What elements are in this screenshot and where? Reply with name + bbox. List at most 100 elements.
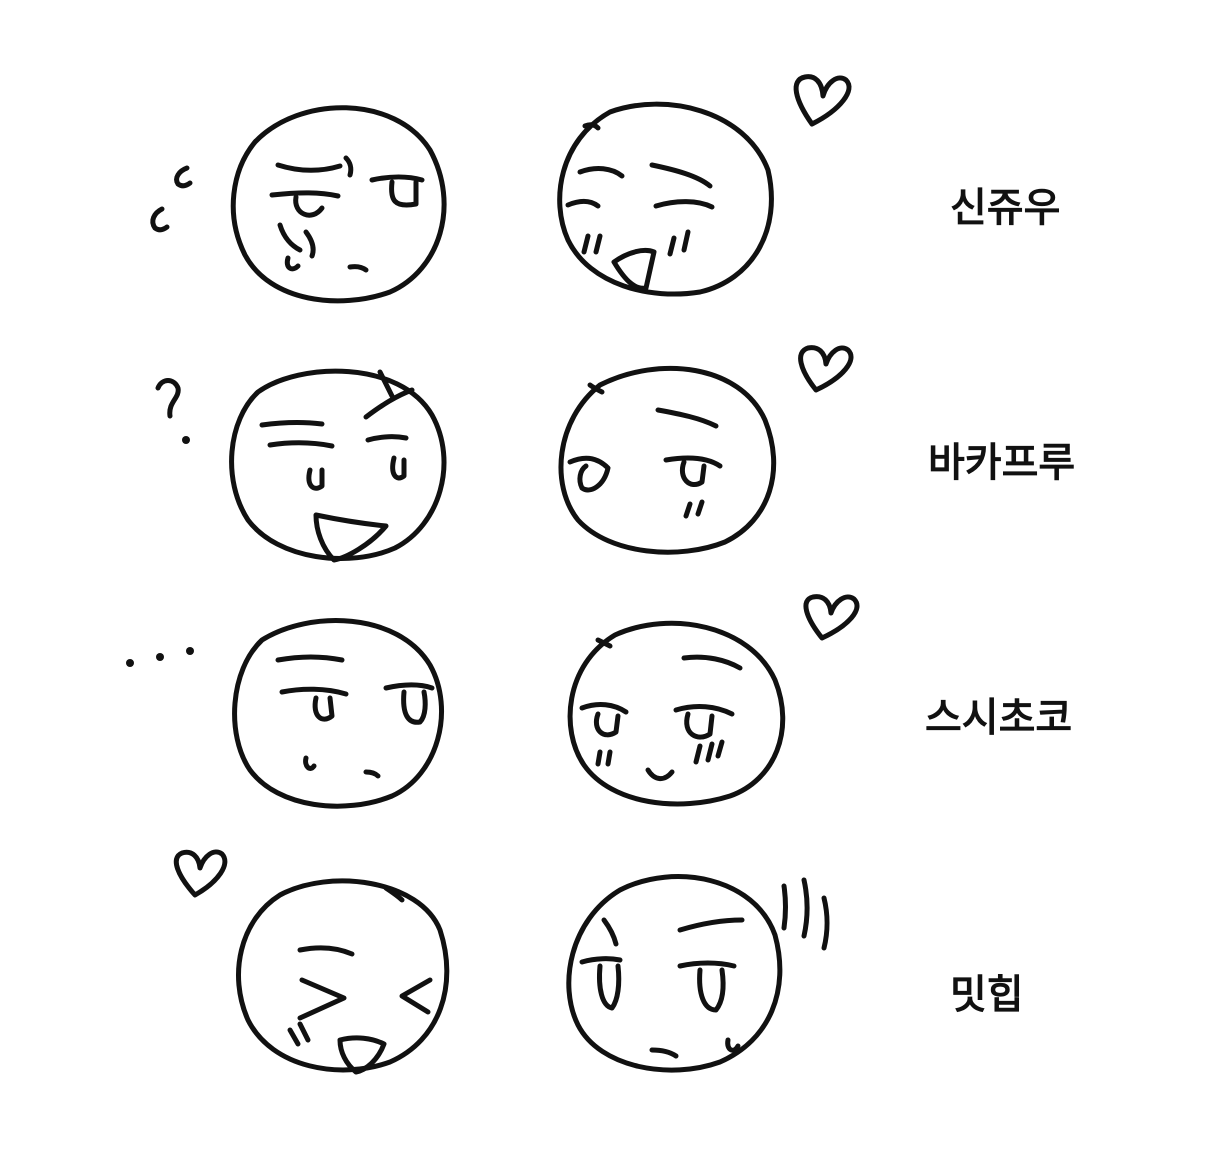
left-eyebrow xyxy=(275,162,343,173)
left-eye-wide xyxy=(597,963,622,1011)
face-outline xyxy=(230,105,447,304)
right-eye xyxy=(389,179,419,208)
smile-mouth xyxy=(645,767,675,781)
left-eye xyxy=(594,711,621,738)
right-brow xyxy=(655,407,719,429)
right-eye xyxy=(390,455,407,481)
row-1-right-face xyxy=(557,101,774,297)
blush-right-2 xyxy=(681,229,691,253)
shock-line-1 xyxy=(781,883,788,931)
hair-strand xyxy=(383,885,405,903)
row-3-name-label: 스시초코 xyxy=(925,695,1073,741)
left-eyelid xyxy=(579,956,623,965)
row-1-name-label: 신쥬우 xyxy=(950,185,1061,231)
mouth-dash xyxy=(363,769,381,779)
face-outline xyxy=(567,620,786,807)
tear-2 xyxy=(284,255,301,272)
left-eyelid xyxy=(279,686,349,697)
tear-1 xyxy=(277,222,303,253)
cheek-line-2 xyxy=(297,1021,311,1043)
row-3-left-symbol xyxy=(126,647,194,667)
row-4-right-symbol xyxy=(781,877,830,951)
hair-strand xyxy=(587,382,605,395)
mouth-open-smug xyxy=(313,512,389,563)
right-eyelid xyxy=(365,434,409,443)
left-eye xyxy=(312,695,335,722)
face-outline xyxy=(236,878,450,1073)
sweat-drop xyxy=(303,755,317,771)
left-eyelid xyxy=(579,702,629,715)
left-eye xyxy=(567,455,611,493)
blush-left-2 xyxy=(605,749,613,767)
blush-right xyxy=(667,235,677,257)
row-3-left-face xyxy=(232,618,444,809)
left-eye-squint xyxy=(297,977,347,1021)
hair-strand xyxy=(595,637,613,649)
right-eyelid xyxy=(677,960,737,969)
left-brow xyxy=(297,945,355,957)
left-eye-closed xyxy=(565,198,601,209)
right-eye-closed xyxy=(653,199,715,210)
row-4-right-face xyxy=(566,874,783,1073)
right-eyelid xyxy=(383,682,435,691)
face-outline xyxy=(558,366,777,555)
blush-right-1 xyxy=(693,743,703,765)
tear-3 xyxy=(303,229,316,259)
heart-icon xyxy=(173,849,228,898)
right-eyelid xyxy=(369,174,425,183)
face-outline xyxy=(566,874,783,1073)
row-4-name-label: 밋힙 xyxy=(950,972,1024,1018)
ellipsis-dot-3 xyxy=(186,647,194,655)
left-brow xyxy=(275,654,345,663)
right-brow-angled xyxy=(363,387,415,420)
mouth-dash xyxy=(649,1047,679,1059)
right-eye xyxy=(684,711,715,740)
question-mark-dot xyxy=(182,436,190,444)
heart-icon xyxy=(803,594,860,641)
right-eyelid xyxy=(663,455,723,469)
right-eyelid xyxy=(673,704,735,717)
row-2-name-label: 바카프루 xyxy=(928,440,1076,486)
mumble-mark-2 xyxy=(150,206,170,233)
row-2-left-symbol xyxy=(155,378,190,444)
right-eye-half xyxy=(680,459,707,487)
left-brow-raised xyxy=(259,420,325,428)
heart-icon xyxy=(798,345,854,393)
heart-icon xyxy=(793,74,852,127)
row-4-left-face xyxy=(236,878,450,1075)
left-eye xyxy=(306,467,325,491)
row-2-left-face xyxy=(229,368,447,563)
blush-right-3 xyxy=(715,739,725,759)
row-1-left-symbol xyxy=(150,165,193,233)
blush-right-2 xyxy=(705,741,715,763)
row-2-right-face xyxy=(558,366,777,555)
right-eye-squint xyxy=(399,977,433,1015)
right-brow-worried xyxy=(649,162,713,189)
face-outline xyxy=(557,101,774,297)
blush-1 xyxy=(683,501,693,519)
mouth-open-laugh xyxy=(337,1035,387,1075)
shock-line-3 xyxy=(821,895,830,951)
ellipsis-dot-2 xyxy=(156,653,164,661)
blush-left xyxy=(581,233,591,255)
blush-left-1 xyxy=(595,749,603,767)
ellipsis-dot-1 xyxy=(126,659,134,667)
blush-2 xyxy=(695,499,705,517)
left-brow-raised xyxy=(601,917,619,947)
mouth-open xyxy=(611,247,657,291)
eyebrow-mark xyxy=(343,155,354,178)
row-3-right-face xyxy=(567,620,786,807)
right-eye-wide xyxy=(697,967,726,1013)
blush-left-2 xyxy=(593,233,603,255)
right-brow xyxy=(681,654,743,671)
cheek-line-1 xyxy=(287,1027,301,1047)
mouth-dash xyxy=(347,264,369,273)
sweat-drop xyxy=(725,1037,741,1053)
hair-strand xyxy=(377,369,395,399)
right-brow-raised xyxy=(677,917,745,933)
face-outline xyxy=(232,618,444,809)
right-eye xyxy=(401,689,428,725)
question-mark-icon xyxy=(155,378,181,419)
left-eyelid xyxy=(267,440,335,449)
